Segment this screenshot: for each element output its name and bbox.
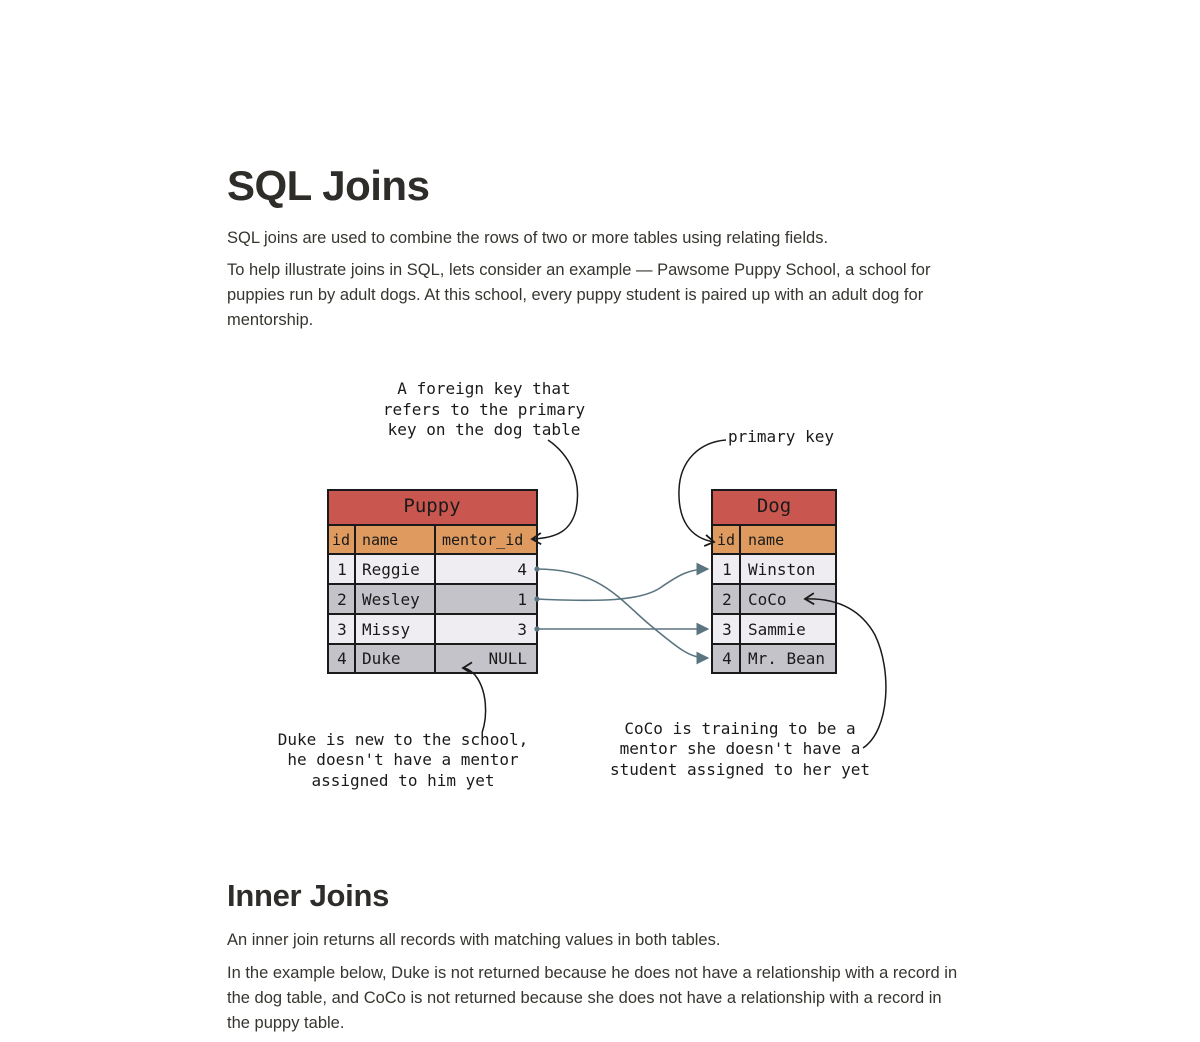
puppy-table-title: Puppy bbox=[403, 495, 460, 517]
arrow-wesley-to-winston bbox=[536, 562, 710, 602]
puppy-row-2-id: 2 bbox=[337, 590, 347, 609]
duke-note-line-2: he doesn't have a mentor bbox=[287, 750, 519, 769]
coco-note-line-1: CoCo is training to be a bbox=[624, 719, 855, 738]
puppy-row-1-name: Reggie bbox=[362, 560, 420, 579]
dog-row-4-name: Mr. Bean bbox=[748, 649, 825, 668]
puppy-header-mentor-id: mentor_id bbox=[442, 531, 523, 549]
foreign-key-note-line-2: refers to the primary bbox=[383, 400, 586, 419]
duke-arrow bbox=[461, 661, 487, 734]
puppy-row-2-mentor: 1 bbox=[517, 590, 527, 609]
dog-header-name: name bbox=[748, 531, 784, 549]
intro-paragraph-2: To help illustrate joins in SQL, lets co… bbox=[227, 261, 931, 329]
puppy-header-name: name bbox=[362, 531, 398, 549]
duke-note-line-3: assigned to him yet bbox=[311, 771, 494, 790]
primary-key-note: primary key bbox=[728, 427, 834, 446]
coco-arrow bbox=[803, 592, 887, 749]
duke-note-line-1: Duke is new to the school, bbox=[278, 730, 528, 749]
puppy-row-3-name: Missy bbox=[362, 620, 411, 639]
dog-row-3-name: Sammie bbox=[748, 620, 806, 639]
puppy-row-1-mentor: 4 bbox=[517, 560, 527, 579]
intro-paragraph-1: SQL joins are used to combine the rows o… bbox=[227, 229, 829, 247]
dog-row-2-name: CoCo bbox=[748, 590, 787, 609]
coco-note-line-3: student assigned to her yet bbox=[610, 760, 870, 779]
inner-joins-paragraph-2: In the example below, Duke is not return… bbox=[227, 964, 958, 1032]
puppy-row-1-id: 1 bbox=[337, 560, 347, 579]
puppy-header-id: id bbox=[332, 531, 350, 549]
puppy-row-4-mentor: NULL bbox=[488, 649, 527, 668]
dog-row-1-id: 1 bbox=[722, 560, 732, 579]
dog-header-id: id bbox=[717, 531, 735, 549]
arrow-reggie-to-mr-bean bbox=[536, 568, 710, 665]
dog-row-3-id: 3 bbox=[722, 620, 732, 639]
inner-joins-paragraph-1: An inner join returns all records with m… bbox=[227, 931, 721, 949]
dog-row-4-id: 4 bbox=[722, 649, 732, 668]
relationship-arrows bbox=[534, 562, 710, 665]
dog-table: Dog id name 1 Winston 2 CoCo 3 Sammie 4 … bbox=[711, 489, 837, 674]
foreign-key-arrow bbox=[530, 439, 579, 546]
annotations: A foreign key that refers to the primary… bbox=[278, 379, 870, 790]
puppy-row-3-id: 3 bbox=[337, 620, 347, 639]
dog-row-2-id: 2 bbox=[722, 590, 732, 609]
dog-table-title: Dog bbox=[757, 495, 791, 517]
foreign-key-note-line-3: key on the dog table bbox=[388, 420, 581, 439]
foreign-key-note-line-1: A foreign key that bbox=[397, 379, 570, 398]
puppy-row-2-name: Wesley bbox=[362, 590, 420, 609]
puppy-row-4-name: Duke bbox=[362, 649, 401, 668]
coco-note-line-2: mentor she doesn't have a bbox=[620, 739, 861, 758]
inner-joins-heading: Inner Joins bbox=[227, 878, 390, 913]
dog-row-1-name: Winston bbox=[748, 560, 815, 579]
puppy-table: Puppy id name mentor_id 1 Reggie 4 2 Wes… bbox=[327, 489, 538, 674]
page-title: SQL Joins bbox=[227, 162, 430, 209]
puppy-row-4-id: 4 bbox=[337, 649, 347, 668]
puppy-row-3-mentor: 3 bbox=[517, 620, 527, 639]
annotation-arrows bbox=[461, 439, 887, 749]
primary-key-arrow bbox=[678, 439, 727, 547]
